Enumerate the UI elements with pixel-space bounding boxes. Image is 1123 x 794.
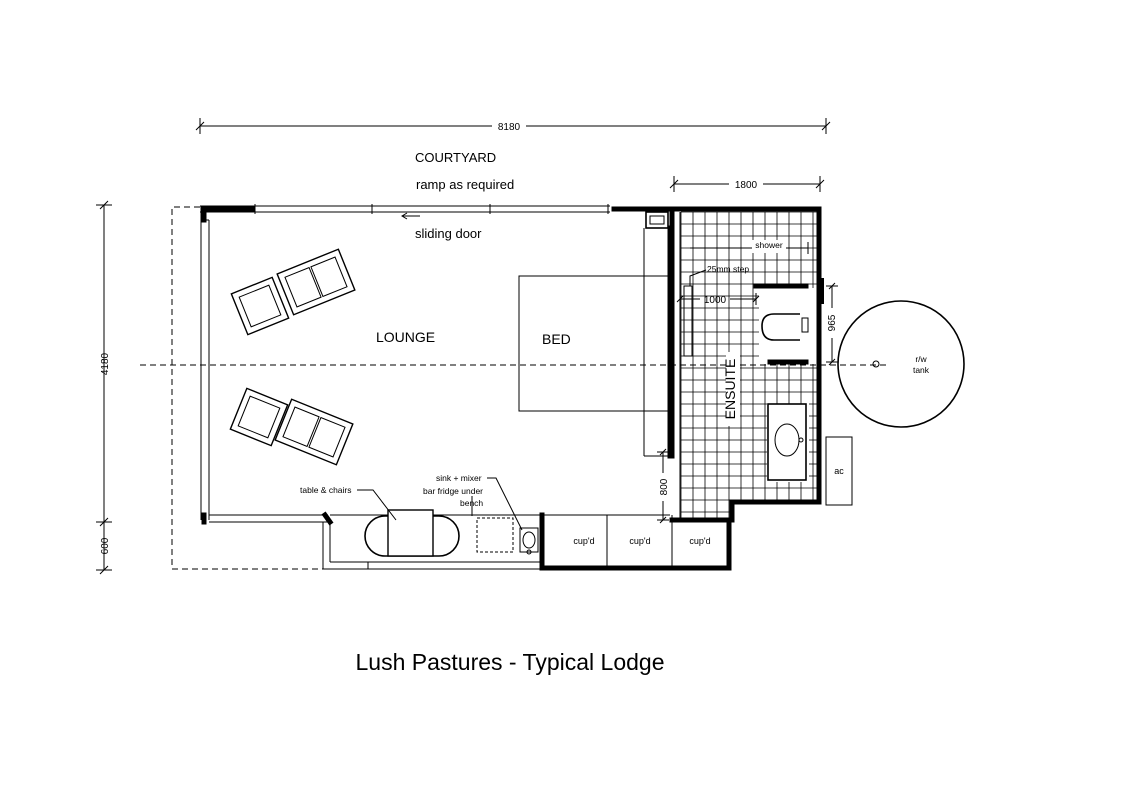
ensuite-tile-grid — [680, 211, 817, 518]
ensuite-label: ENSUITE — [722, 359, 738, 420]
table-and-chairs — [364, 509, 460, 557]
bed — [518, 275, 671, 412]
bar-fridge-label-1: bar fridge under — [423, 486, 483, 496]
vanity-basin — [767, 403, 807, 481]
rainwater-tank — [837, 300, 965, 428]
shower-label: shower — [755, 240, 783, 250]
dim-overall-width: 8180 — [498, 122, 521, 133]
tank-label-2: tank — [913, 365, 930, 375]
labels: 8180 1800 4180 600 1000 965 800 COURTYAR… — [100, 122, 930, 675]
dim-wall-offset: 965 — [827, 314, 838, 331]
courtyard-label: COURTYARD — [415, 150, 496, 165]
bed-label: BED — [542, 331, 571, 347]
lounge-label: LOUNGE — [376, 329, 435, 345]
kitchen-bench — [476, 517, 539, 555]
ramp-label: ramp as required — [416, 177, 514, 192]
toilet — [761, 313, 809, 341]
bar-fridge-label-2: bench — [460, 498, 483, 508]
cupboard-label-1: cup'd — [573, 536, 594, 546]
step-label: 25mm step — [707, 264, 749, 274]
walls — [200, 204, 824, 571]
leader-lines — [357, 212, 523, 531]
dim-deck-depth: 600 — [100, 537, 111, 554]
table-chairs-label: table & chairs — [300, 485, 352, 495]
page-title: Lush Pastures - Typical Lodge — [356, 649, 665, 675]
cupboard-label-3: cup'd — [689, 536, 710, 546]
ac-label: ac — [834, 466, 844, 476]
shower — [683, 240, 809, 357]
dim-overall-depth: 4180 — [100, 352, 111, 375]
sink-mixer-label: sink + mixer — [436, 473, 482, 483]
sliding-door-label: sliding door — [415, 226, 482, 241]
armchairs — [229, 248, 356, 466]
ac-unit — [825, 436, 853, 506]
dim-ensuite-width: 1800 — [735, 180, 758, 191]
dim-bench-depth: 800 — [659, 478, 670, 495]
cupboard-label-2: cup'd — [629, 536, 650, 546]
tank-label-1: r/w — [915, 354, 927, 364]
dim-shower-width: 1000 — [704, 295, 727, 306]
